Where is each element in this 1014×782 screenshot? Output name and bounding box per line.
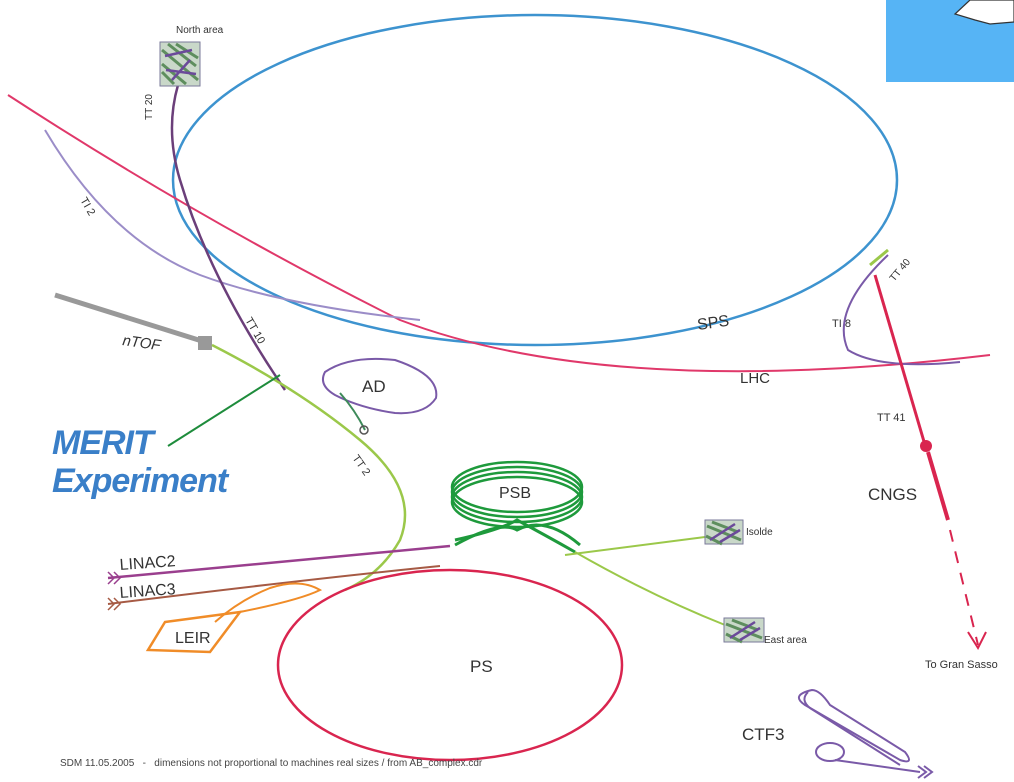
tt2-line	[211, 343, 407, 592]
sps-ring	[171, 13, 899, 347]
psb-rings	[450, 460, 584, 554]
leir-ring	[145, 610, 243, 654]
tt2-label: TT 2	[350, 453, 373, 478]
cngs-target	[920, 440, 932, 452]
gran-sasso-direction	[949, 529, 979, 646]
gran-sasso-arrow	[967, 631, 987, 651]
ctf3-label: CTF3	[742, 725, 785, 744]
map-inset	[886, 0, 1014, 82]
isolde-label: Isolde	[746, 527, 773, 538]
linac2-source	[107, 571, 122, 585]
tt20-label: TT 20	[144, 94, 155, 120]
tt41-label: TT 41	[877, 412, 906, 424]
merit-pointer	[167, 374, 281, 447]
tt41-line	[873, 274, 927, 446]
merit-experiment-label: MERIT Experiment	[52, 424, 228, 500]
sps-label: SPS	[696, 313, 730, 334]
lhc-label: LHC	[740, 370, 770, 387]
north-area-box	[159, 41, 201, 87]
east-area-label: East area	[764, 635, 807, 646]
ti8-label: TI 8	[832, 318, 851, 330]
linac3-source	[107, 597, 122, 611]
linac3-label: LINAC3	[119, 581, 176, 602]
tt40-link	[869, 248, 889, 267]
leir-link	[214, 582, 323, 623]
isolde-box	[704, 519, 744, 546]
cngs-tunnel	[926, 451, 950, 521]
east-area-line	[574, 551, 726, 626]
gran-sasso-label: To Gran Sasso	[925, 659, 998, 671]
ntof-line	[54, 292, 206, 345]
leir-label: LEIR	[175, 630, 211, 647]
ntof-target	[198, 336, 212, 350]
lhc-ring	[7, 94, 991, 373]
east-area-box	[723, 617, 765, 644]
tt40-label: TT 40	[888, 257, 913, 284]
ti2-line	[44, 129, 421, 321]
cngs-label: CNGS	[868, 485, 917, 504]
ad-ring	[322, 357, 438, 415]
ti8-line	[842, 254, 961, 366]
ad-junction	[359, 425, 369, 435]
ad-label: AD	[362, 377, 386, 396]
merit-title: MERIT	[52, 424, 154, 462]
psb-label: PSB	[499, 485, 531, 502]
linac2-line	[107, 544, 451, 580]
tt20-tt10-line	[170, 84, 287, 391]
isolde-line	[564, 536, 706, 556]
footer-note: SDM 11.05.2005 - dimensions not proporti…	[60, 758, 483, 769]
ps-ring	[276, 568, 624, 762]
linac3-line	[107, 565, 441, 605]
merit-subtitle: Experiment	[52, 462, 228, 500]
ad-link	[339, 392, 366, 431]
ctf3	[797, 688, 934, 779]
ps-label: PS	[470, 657, 493, 676]
ntof-label: nTOF	[121, 332, 162, 354]
linac2-label: LINAC2	[119, 553, 176, 574]
north-area-label: North area	[176, 25, 224, 36]
